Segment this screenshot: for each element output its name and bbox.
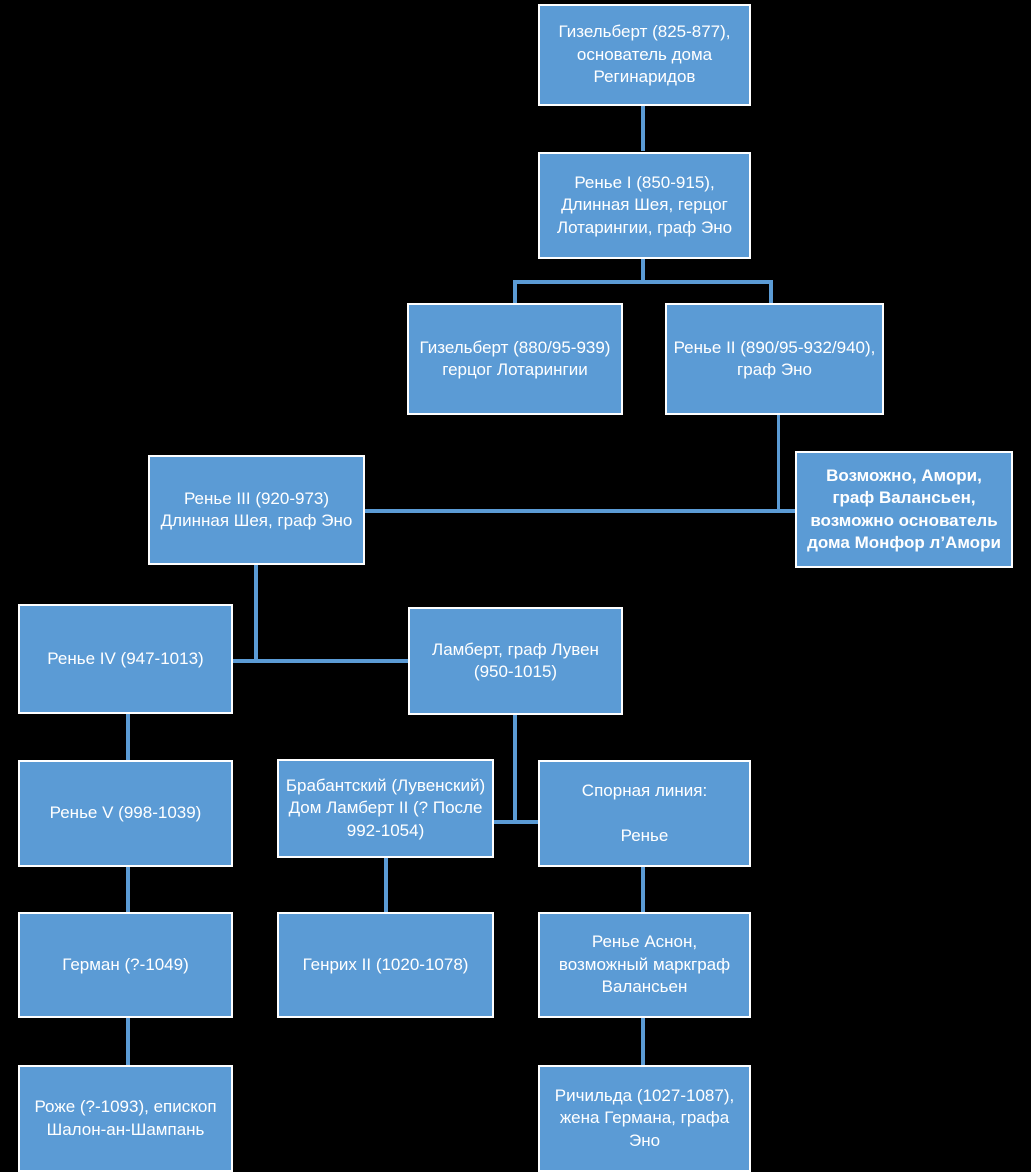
connector-renye1-children-bar bbox=[513, 280, 773, 284]
connector-bar-to-gizelbert880 bbox=[513, 280, 517, 304]
node-renye-3[interactable]: Ренье III (920-973) Длинная Шея, граф Эн… bbox=[148, 455, 365, 565]
node-genrih-2[interactable]: Генрих II (1020-1078) bbox=[277, 912, 494, 1018]
node-renye-4[interactable]: Ренье IV (947-1013) bbox=[18, 604, 233, 714]
connector-gizelbert825-renye1 bbox=[641, 104, 645, 151]
connector-brabant-genrih2 bbox=[384, 858, 388, 914]
node-sporn[interactable]: Спорная линия: Ренье bbox=[538, 760, 751, 867]
node-german[interactable]: Герман (?-1049) bbox=[18, 912, 233, 1018]
connector-renye4-lambert bbox=[233, 659, 411, 663]
connector-renye3-amori bbox=[364, 509, 798, 513]
connector-renye2-drop bbox=[777, 413, 780, 512]
connector-renye4-renye5 bbox=[126, 713, 130, 761]
connector-renye1-dropstub bbox=[641, 259, 645, 282]
node-renye-5[interactable]: Ренье V (998-1039) bbox=[18, 760, 233, 867]
connector-german-rozhe bbox=[126, 1018, 130, 1066]
node-amori[interactable]: Возможно, Амори, граф Валансьен, возможн… bbox=[795, 451, 1013, 568]
connector-renye5-german bbox=[126, 866, 130, 914]
node-gizelbert-880[interactable]: Гизельберт (880/95-939) герцог Лотаринги… bbox=[407, 303, 623, 415]
node-renye-2[interactable]: Ренье II (890/95-932/940), граф Эно bbox=[665, 303, 884, 415]
node-brabant[interactable]: Брабантский (Лувенский) Дом Ламберт II (… bbox=[277, 759, 494, 858]
node-renye-asnon[interactable]: Ренье Аснон, возможный маркграф Валансье… bbox=[538, 912, 751, 1018]
connector-renyeasnon-richilda bbox=[641, 1018, 645, 1066]
connector-lambert-drop bbox=[513, 715, 517, 823]
node-gizelbert-825[interactable]: Гизельберт (825-877), основатель дома Ре… bbox=[538, 4, 751, 106]
connector-lambert-children-bar bbox=[494, 820, 539, 824]
connector-renye3-drop bbox=[254, 565, 258, 661]
node-lambert[interactable]: Ламберт, граф Лувен (950-1015) bbox=[408, 607, 623, 715]
connector-bar-to-renye2 bbox=[769, 280, 773, 304]
node-rozhe[interactable]: Роже (?-1093), епископ Шалон-ан-Шампань bbox=[18, 1065, 233, 1172]
connector-sporn-renyeasnon bbox=[641, 866, 645, 914]
node-richilda[interactable]: Ричильда (1027-1087), жена Германа, граф… bbox=[538, 1065, 751, 1172]
node-renye-1[interactable]: Ренье I (850-915), Длинная Шея, герцог Л… bbox=[538, 152, 751, 259]
